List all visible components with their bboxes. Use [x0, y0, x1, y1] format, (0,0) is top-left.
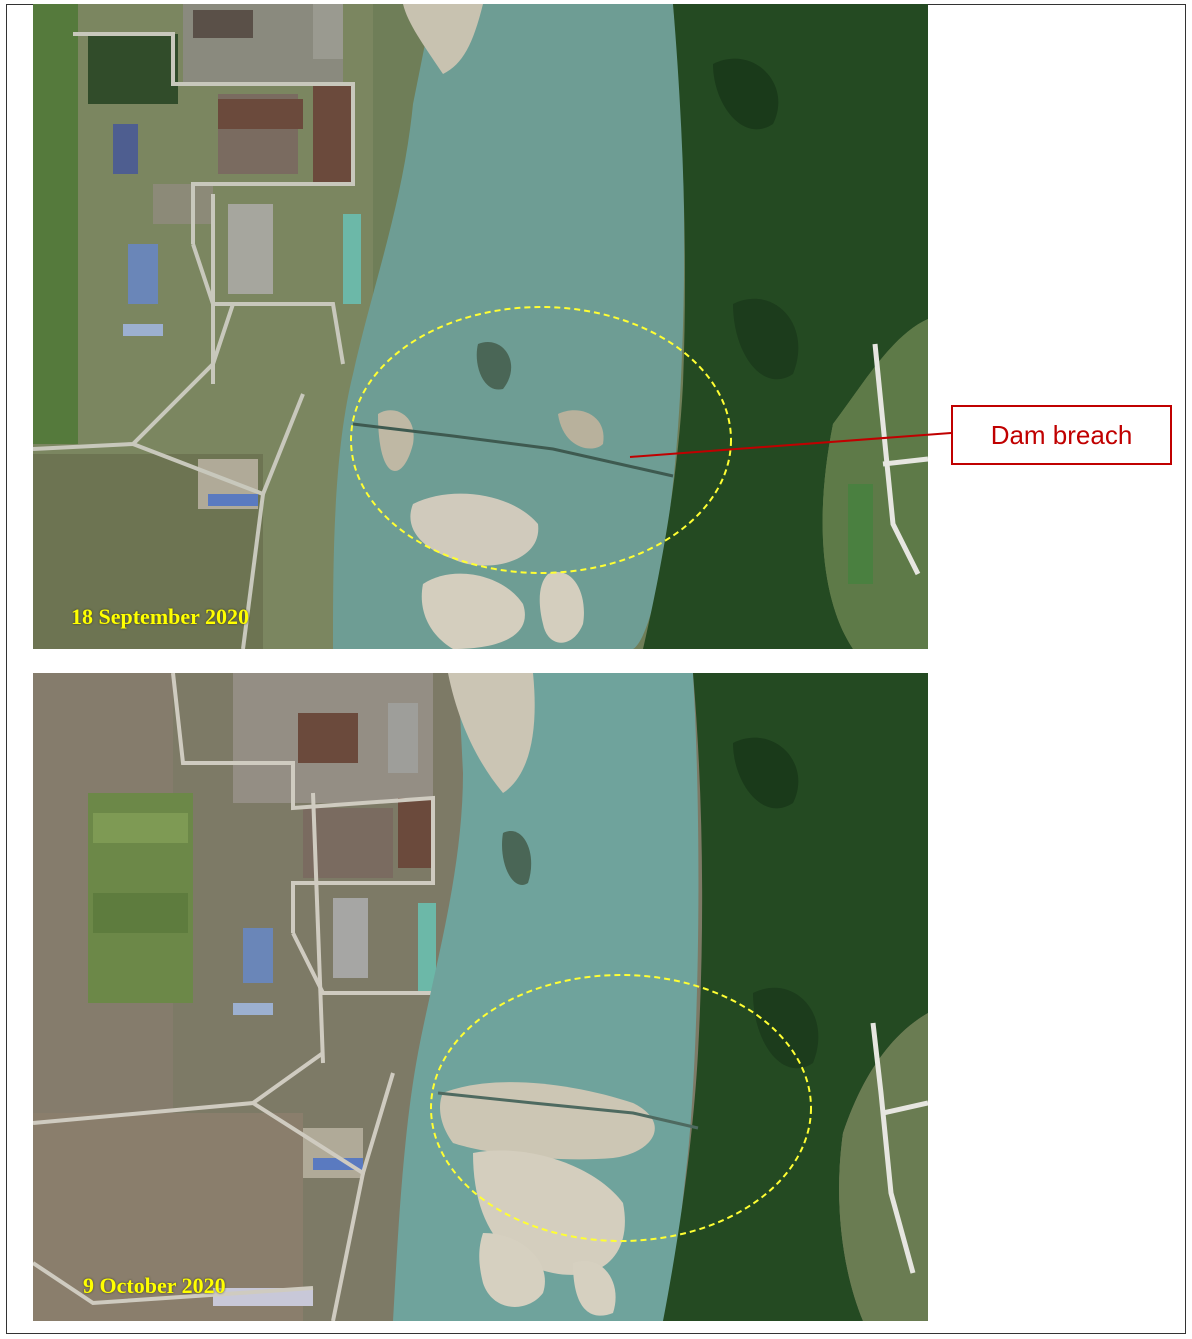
satellite-scene-bottom — [33, 673, 928, 1321]
date-label-bottom: 9 October 2020 — [83, 1273, 226, 1298]
satellite-image-top: 18 September 2020 — [33, 4, 928, 649]
satellite-scene-top — [33, 4, 928, 649]
date-label-top: 18 September 2020 — [71, 604, 250, 629]
satellite-image-bottom: 9 October 2020 — [33, 673, 928, 1321]
dam-breach-callout: Dam breach — [951, 405, 1172, 465]
callout-label: Dam breach — [990, 419, 1133, 450]
breach-ellipse-bottom — [430, 974, 812, 1242]
